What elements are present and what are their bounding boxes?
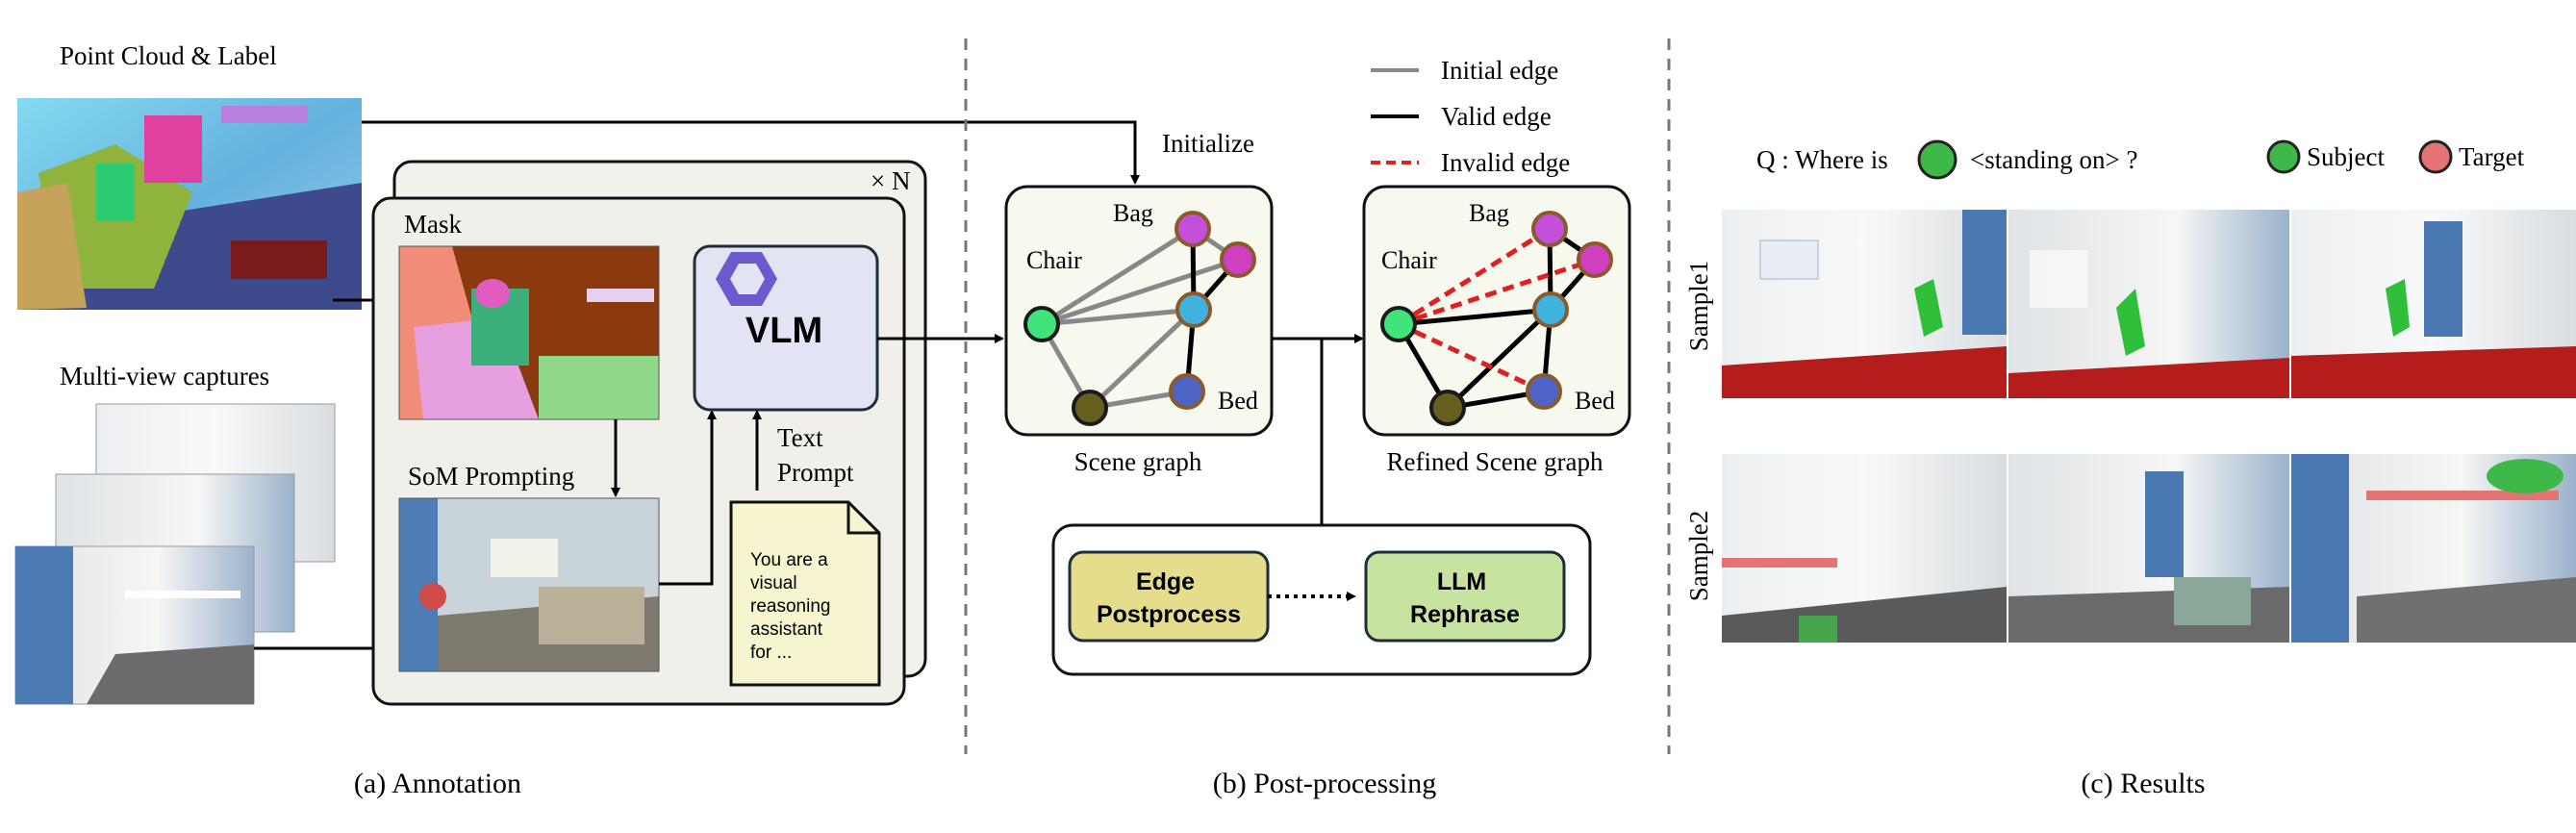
llm-rephrase-line2: Rephrase — [1410, 601, 1520, 628]
refined-node-chair — [1380, 306, 1417, 342]
som-to-vlm-arrow — [659, 410, 717, 586]
edge-postprocess-line2: Postprocess — [1097, 601, 1241, 628]
subject-legend-icon — [2266, 139, 2301, 174]
target-legend-icon — [2418, 139, 2453, 174]
llm-rephrase-line1: LLM — [1437, 568, 1486, 595]
prompt-note — [729, 500, 881, 687]
scene-graph-caption: Scene graph — [1074, 447, 1202, 476]
node-object — [1175, 291, 1212, 328]
scene-graph: Bag Chair Bed — [1004, 185, 1274, 437]
refined-label-chair: Chair — [1381, 246, 1437, 274]
note-fold — [846, 502, 879, 535]
sample1-label: Sample1 — [1684, 261, 1713, 352]
label-chair: Chair — [1026, 246, 1082, 274]
som-image — [398, 497, 660, 672]
subject-label: Subject — [2307, 142, 2385, 171]
sample1-images — [1722, 210, 2576, 398]
legend-invalid: Invalid edge — [1441, 148, 1570, 177]
refined-node-bag-2 — [1577, 241, 1613, 278]
mask-image — [398, 245, 660, 420]
text-prompt-line1: Text — [777, 423, 823, 452]
label-bag: Bag — [1113, 199, 1153, 227]
postprocessing-caption: (b) Post-processing — [1213, 768, 1436, 799]
question-prefix: Q : Where is — [1756, 145, 1888, 174]
refined-node-object — [1532, 291, 1569, 328]
llm-rephrase-box — [1364, 550, 1566, 643]
edge-legend: Initial edge Valid edge Invalid edge — [1371, 56, 1570, 177]
refined-caption: Refined Scene graph — [1387, 447, 1604, 476]
prompt-line-3: reasoning — [750, 596, 830, 617]
point-cloud-label: Point Cloud & Label — [60, 41, 277, 70]
legend-valid: Valid edge — [1441, 102, 1552, 131]
node-chair — [1023, 306, 1060, 342]
refined-node-floor — [1429, 390, 1466, 426]
vlm-label: VLM — [745, 311, 822, 351]
mask-label: Mask — [404, 210, 462, 239]
sample2-label: Sample2 — [1684, 511, 1713, 602]
initialize-arrow — [362, 120, 1140, 185]
prompt-text: You are a visual reasoning assistant for… — [750, 550, 836, 663]
refined-label-bag: Bag — [1469, 199, 1509, 227]
stack-count: × N — [871, 166, 910, 195]
llm-rephrase-label: LLM Rephrase — [1410, 568, 1520, 628]
annotation-caption: (a) Annotation — [354, 768, 521, 799]
prompt-line-1: You are a — [750, 550, 828, 570]
sample2-images — [1722, 454, 2576, 643]
node-bed — [1169, 373, 1205, 410]
question-suffix: <standing on> ? — [1970, 145, 2137, 174]
label-bed: Bed — [1218, 387, 1258, 415]
edge-postprocess-label: Edge Postprocess — [1097, 568, 1241, 628]
som-label: SoM Prompting — [408, 462, 574, 491]
refined-node-bag — [1531, 211, 1568, 247]
prompt-line-5: for ... — [750, 643, 792, 663]
refined-label-bed: Bed — [1575, 387, 1615, 415]
point-cloud-image — [17, 98, 362, 310]
node-bag-2 — [1220, 241, 1256, 278]
multiview-photos — [14, 403, 336, 705]
text-prompt-line2: Prompt — [777, 458, 854, 487]
prompt-line-4: assistant — [750, 619, 823, 640]
node-floor — [1072, 390, 1108, 426]
prompt-line-2: visual — [750, 573, 797, 593]
target-label: Target — [2459, 142, 2525, 171]
refined-scene-graph: Bag Chair Bed — [1362, 185, 1631, 437]
vlm-logo-icon — [716, 252, 777, 306]
edge-postprocess-line1: Edge — [1136, 568, 1195, 595]
results-caption: (c) Results — [2081, 768, 2205, 799]
refined-node-bed — [1526, 373, 1562, 410]
multiview-label: Multi-view captures — [60, 362, 269, 391]
node-bag — [1174, 211, 1211, 247]
subject-marker-icon — [1917, 139, 1957, 180]
legend-initial: Initial edge — [1441, 56, 1558, 85]
initialize-label: Initialize — [1162, 129, 1254, 158]
